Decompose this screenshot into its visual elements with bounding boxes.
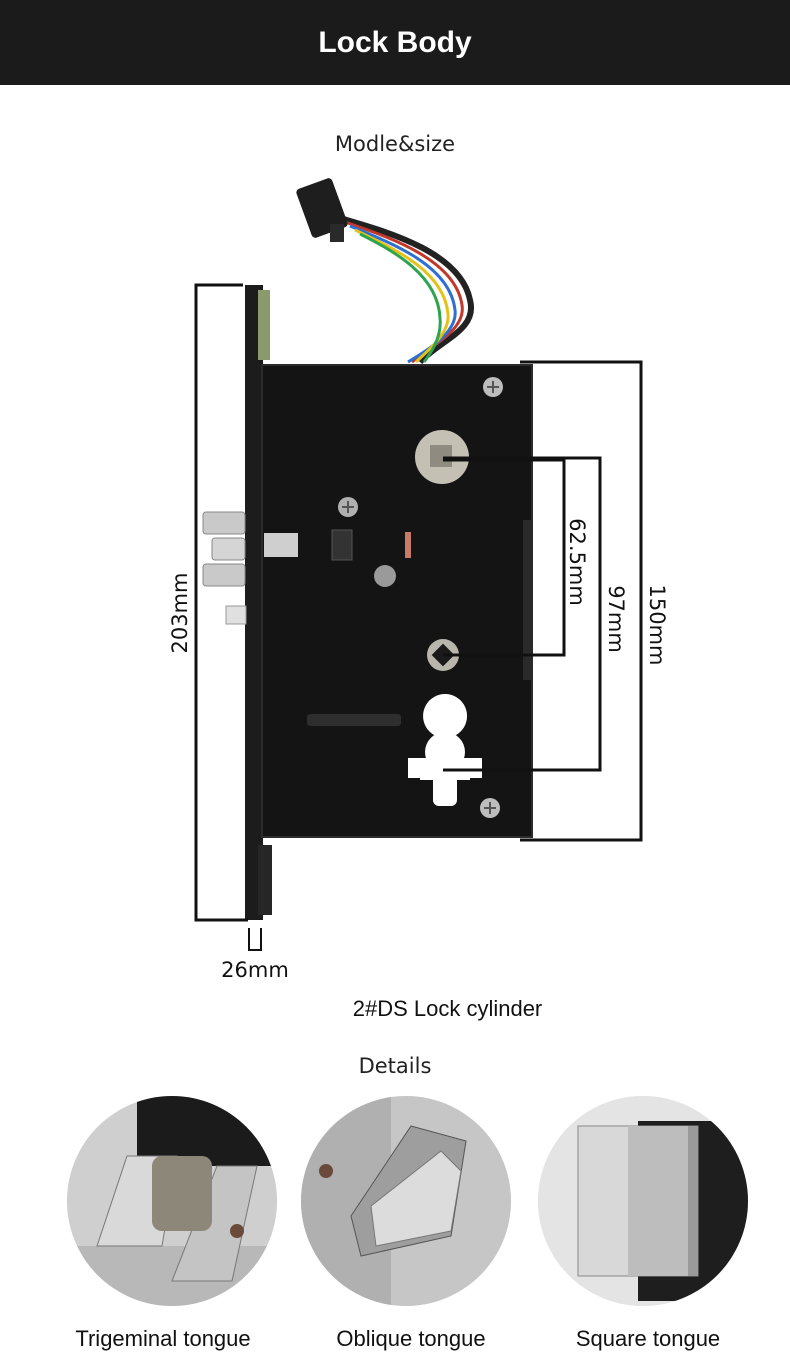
screw-middle xyxy=(338,497,358,517)
square-tongue-illustration xyxy=(538,1096,748,1306)
lock-case xyxy=(262,365,532,837)
dim-203-lines xyxy=(194,283,248,922)
cylinder-label: 2#DS Lock cylinder xyxy=(352,996,543,1021)
dim-cylinder-to-key: 97mm xyxy=(604,585,628,653)
faceplate xyxy=(245,285,263,920)
latch-tongues xyxy=(202,511,247,625)
dim-97-lines xyxy=(443,456,602,772)
dim-spindle-to-key: 62.5mm xyxy=(565,518,589,606)
square-tongue-label: Square tongue xyxy=(575,1326,721,1351)
dim-faceplate-width: 26mm xyxy=(221,958,289,982)
dim-height-total: 203mm xyxy=(168,573,192,654)
dim-150-lines xyxy=(520,360,643,842)
trigeminal-tongue-photo xyxy=(67,1096,277,1306)
square-tongue-photo xyxy=(538,1096,748,1306)
wire-harness xyxy=(339,215,475,365)
oblique-tongue-photo xyxy=(301,1096,511,1306)
model-size-title: Modle&size xyxy=(334,132,456,156)
lock-body-diagram: 203mm 150mm 97mm 62.5mm 26mm xyxy=(168,178,669,982)
page-title: Lock Body xyxy=(318,25,472,59)
oblique-tongue-label: Oblique tongue xyxy=(336,1326,486,1351)
screw-top xyxy=(483,377,503,397)
dim-625-lines xyxy=(443,458,566,657)
oblique-tongue-illustration xyxy=(301,1096,511,1306)
wire-connector xyxy=(296,178,348,242)
dim-case-height: 150mm xyxy=(645,585,669,666)
dim-26-lines xyxy=(248,928,262,951)
trigeminal-tongue-label: Trigeminal tongue xyxy=(75,1326,251,1351)
details-title: Details xyxy=(358,1054,432,1078)
header-bar: Lock Body xyxy=(0,0,790,85)
screw-bottom xyxy=(480,798,500,818)
trigeminal-tongue-illustration xyxy=(67,1096,277,1306)
rivet xyxy=(374,565,396,587)
